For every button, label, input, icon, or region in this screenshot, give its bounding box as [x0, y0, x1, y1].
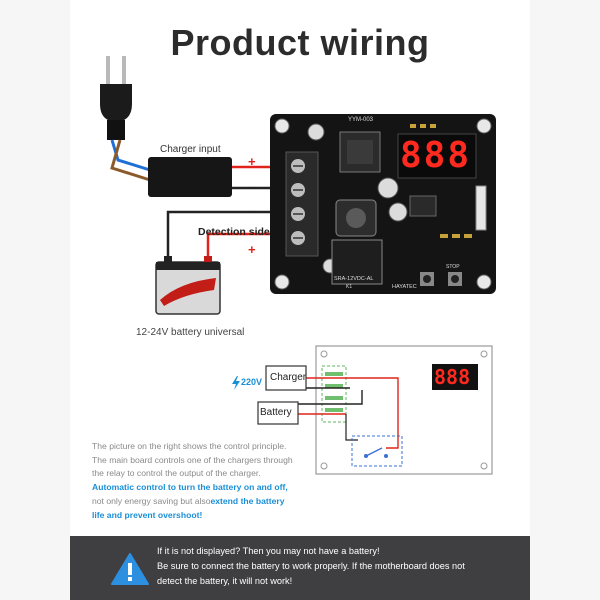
detection-minus-wire [166, 210, 290, 256]
charger-minus-sign: − [248, 180, 256, 195]
charger-unit [148, 157, 232, 197]
description-normal-2: not only energy saving but also [92, 495, 211, 506]
battery-universal-label: 12-24V battery universal [136, 327, 245, 338]
board-button-label: STOP [446, 264, 460, 270]
mains-wire-brown [110, 139, 151, 182]
warning-line-2: Be sure to connect the battery to work p… [157, 561, 465, 571]
board-model-label: YYM-003 [348, 117, 374, 123]
schematic-display-readout: 888 [434, 365, 471, 389]
description-highlight-3: life and prevent overshoot! [92, 509, 203, 520]
power-plug-icon [100, 56, 132, 140]
board-brand-label: HAYATEC [392, 284, 417, 290]
left-margin-band [0, 0, 70, 600]
detection-side-label: Detection side [198, 226, 270, 238]
charger-input-label: Charger input [160, 144, 221, 155]
description-highlight-1: Automatic control to turn the battery on… [92, 482, 288, 493]
voltage-label: 220V [241, 377, 263, 387]
relay-small-label: K1 [346, 284, 353, 290]
charger-plus-sign: + [248, 154, 256, 169]
battery-icon [155, 256, 221, 315]
control-principle-description: The picture on the right shows the contr… [92, 440, 307, 522]
detection-plus-sign: + [248, 242, 256, 257]
relay-label: SRA-12VDC-AL [334, 276, 374, 282]
right-margin-band [530, 0, 600, 600]
page-title: Product wiring [170, 22, 430, 63]
mains-wire-blue [110, 139, 151, 172]
schematic-battery-label: Battery [260, 407, 292, 418]
warning-text: If it is not displayed? Then you may not… [157, 544, 527, 589]
warning-line-3: detect the battery, it will not work! [157, 576, 293, 586]
lightning-icon [232, 376, 240, 390]
control-board [270, 114, 496, 294]
description-line-1: The picture on the right shows the contr… [92, 441, 287, 451]
schematic-charger-label: Charger [270, 372, 307, 383]
board-display-readout: 888 [400, 135, 472, 176]
warning-triangle-icon [111, 553, 149, 585]
description-line-3: the relay to control the output of the c… [92, 468, 261, 479]
description-line-2: The main board controls one of the charg… [92, 454, 293, 465]
warning-banner: If it is not displayed? Then you may not… [70, 536, 530, 600]
detection-minus-sign: − [248, 204, 256, 219]
detection-plus-wire [206, 232, 290, 256]
description-highlight-2: extend the battery [210, 495, 285, 506]
warning-line-1: If it is not displayed? Then you may not… [157, 546, 380, 556]
control-schematic [257, 345, 493, 475]
